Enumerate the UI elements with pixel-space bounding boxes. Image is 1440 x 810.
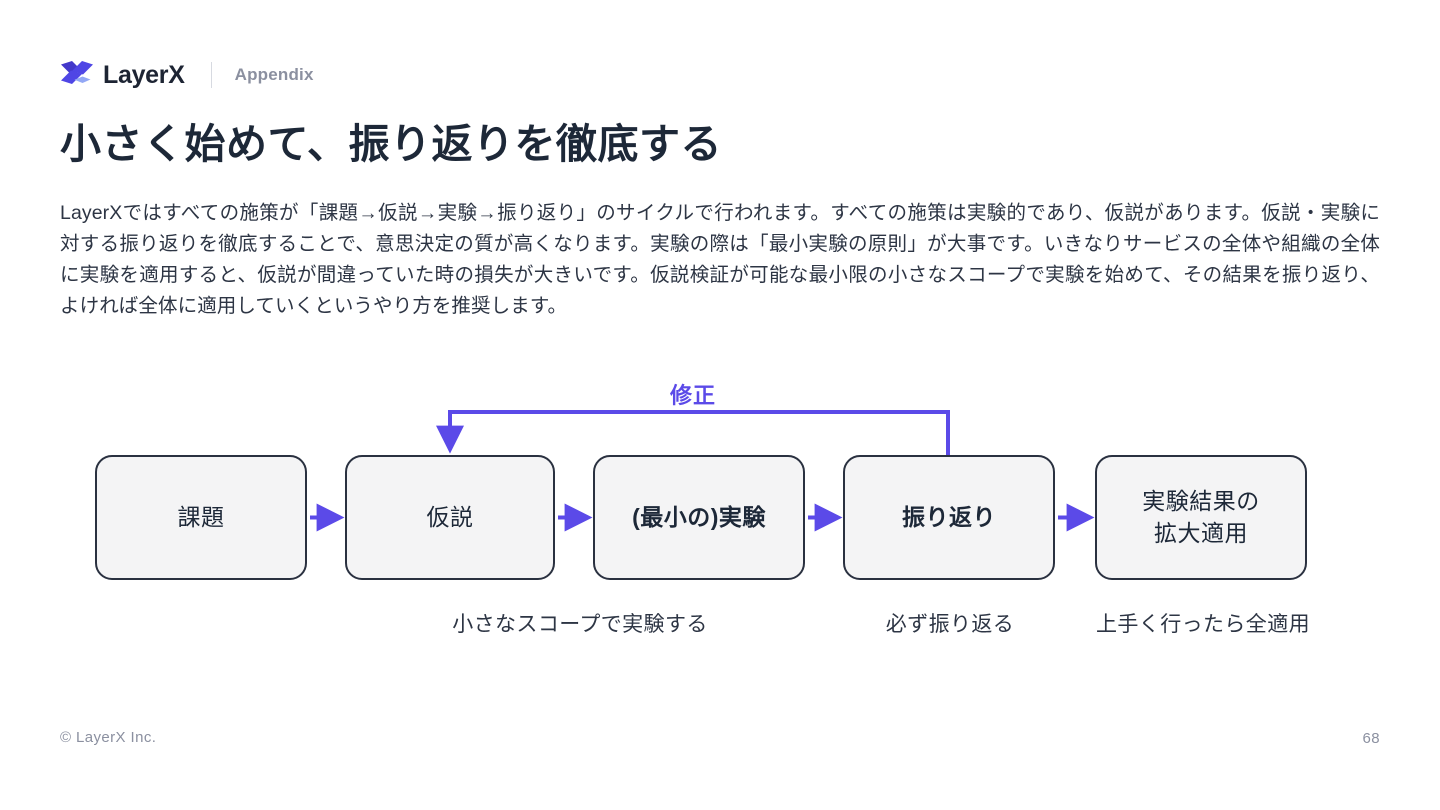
- page-title: 小さく始めて、振り返りを徹底する: [60, 121, 722, 167]
- feedback-loop-label: 修正: [669, 383, 716, 408]
- flow-caption-small-scope: 小さなスコープで実験する: [452, 613, 708, 636]
- footer-copyright: © LayerX Inc.: [60, 729, 157, 746]
- flow-node-hypothesis[interactable]: 仮説: [345, 455, 555, 580]
- header-divider: [210, 62, 212, 88]
- footer-page-number: 68: [1362, 730, 1380, 747]
- diagram-connectors: [310, 410, 1095, 532]
- layerx-x-logo-icon: [61, 61, 93, 84]
- flow-node-label-multiline: 実験結果の 拡大適用: [1142, 486, 1260, 548]
- body-paragraph: LayerXではすべての施策が「課題→仮説→実験→振り返り」のサイクルで行われま…: [60, 202, 1380, 317]
- flow-caption-always-reflect: 必ず振り返る: [885, 613, 1015, 636]
- flow-caption-apply-all: 上手く行ったら全適用: [1096, 613, 1310, 636]
- feedback-loop-arrow: [436, 410, 950, 455]
- flow-node-scale-results[interactable]: 実験結果の 拡大適用: [1095, 455, 1307, 580]
- flow-node-minimal-experiment[interactable]: (最小の)実験: [593, 455, 805, 580]
- flow-node-label: 振り返り: [902, 503, 996, 530]
- flow-node-label: (最小の)実験: [632, 503, 766, 530]
- header-section-label: Appendix: [234, 65, 314, 84]
- slide-header: LayerX Appendix: [60, 55, 314, 95]
- flow-node-label-line2: 拡大適用: [1154, 519, 1248, 546]
- flow-node-label-line1: 実験結果の: [1142, 488, 1260, 515]
- flow-node-retrospective[interactable]: 振り返り: [843, 455, 1055, 580]
- flow-node-label: 仮説: [426, 503, 474, 530]
- flow-node-issue[interactable]: 課題: [95, 455, 307, 580]
- brand-name: LayerX: [103, 60, 185, 89]
- flow-node-label: 課題: [177, 503, 225, 530]
- process-flow-diagram: 修正 課題 仮説 (最小の)実験 振り返り 実験結果の 拡大適用 小さなスコープ…: [0, 360, 1440, 660]
